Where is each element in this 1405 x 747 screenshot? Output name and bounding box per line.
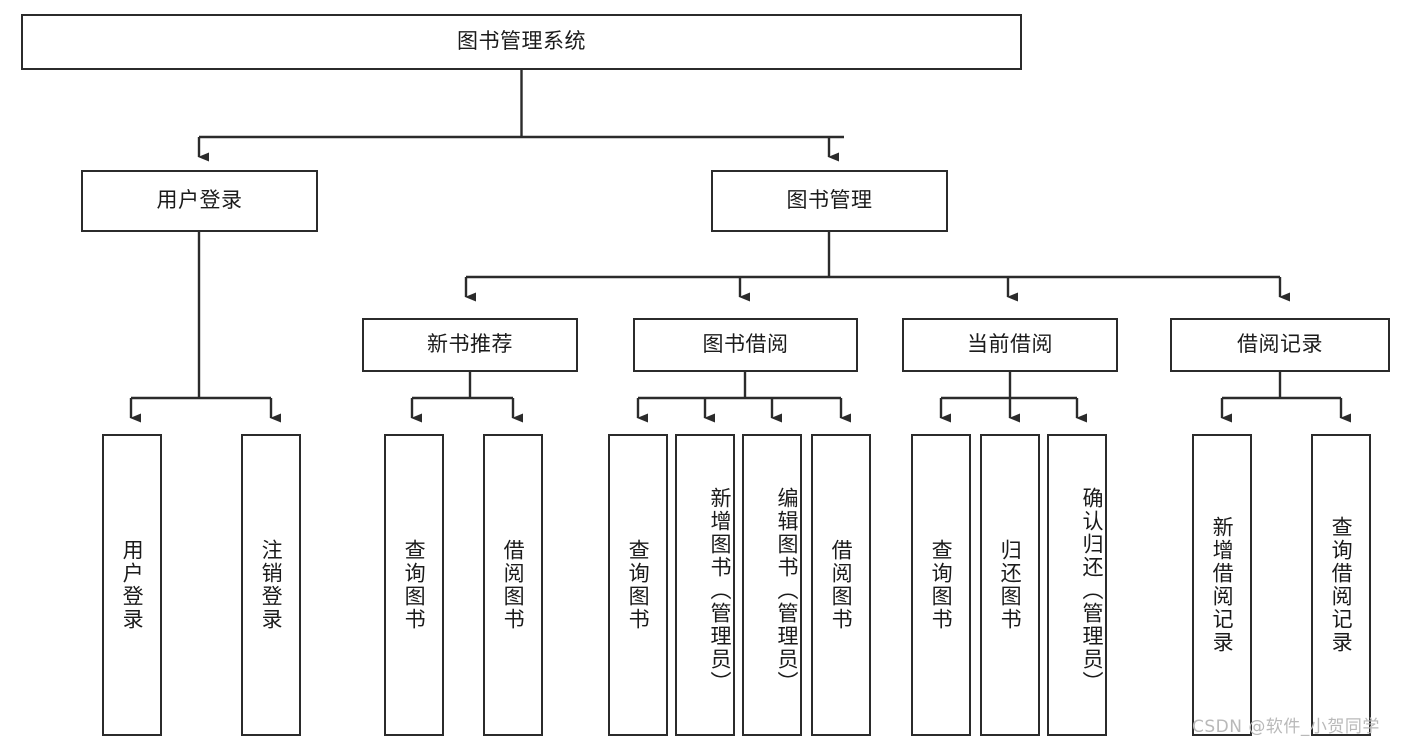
node-book-borrow[interactable]: 图书借阅 [633,318,858,372]
leaf-current-borrow-query-book[interactable]: 查询图书 [911,434,971,736]
node-current-borrow[interactable]: 当前借阅 [902,318,1118,372]
leaf-borrow-record-query-record[interactable]: 查询借阅记录 [1311,434,1371,736]
leaf-book-borrow-borrow-book[interactable]: 借阅图书 [811,434,871,736]
node-borrow-record[interactable]: 借阅记录 [1170,318,1390,372]
csdn-watermark: CSDN @软件_小贺同学 [1192,717,1380,737]
leaf-book-borrow-add-book-admin[interactable]: 新增图书（管理员） [675,434,735,736]
node-book-management[interactable]: 图书管理 [711,170,948,232]
leaf-new-book-borrow-book[interactable]: 借阅图书 [483,434,543,736]
leaf-user-login-logout[interactable]: 注销登录 [241,434,301,736]
leaf-new-book-query-book[interactable]: 查询图书 [384,434,444,736]
leaf-current-borrow-return-book[interactable]: 归还图书 [980,434,1040,736]
leaf-user-login-login[interactable]: 用户登录 [102,434,162,736]
leaf-borrow-record-add-record[interactable]: 新增借阅记录 [1192,434,1252,736]
node-new-book-recommend[interactable]: 新书推荐 [362,318,578,372]
leaf-book-borrow-edit-book-admin[interactable]: 编辑图书（管理员） [742,434,802,736]
node-root-book-management-system[interactable]: 图书管理系统 [21,14,1022,70]
node-user-login[interactable]: 用户登录 [81,170,318,232]
leaf-book-borrow-query-book[interactable]: 查询图书 [608,434,668,736]
leaf-current-borrow-confirm-return-admin[interactable]: 确认归还（管理员） [1047,434,1107,736]
